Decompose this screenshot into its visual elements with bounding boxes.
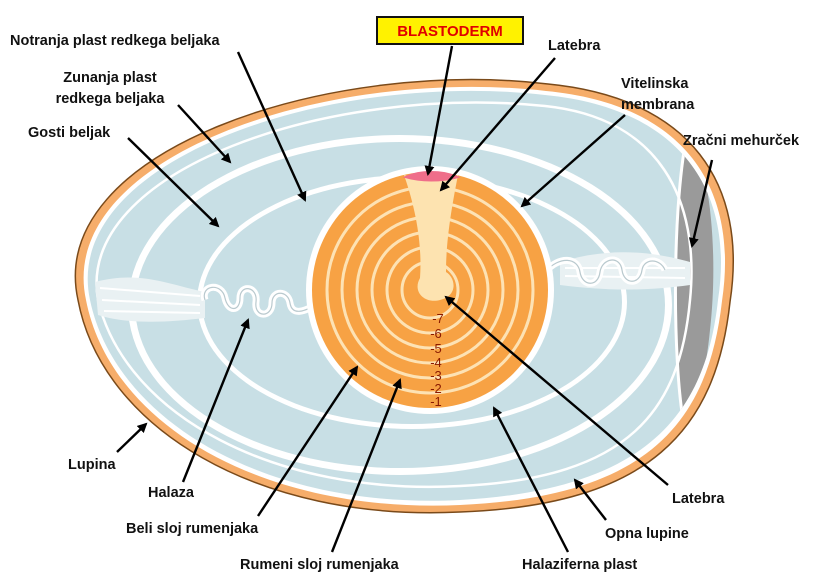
- label-opna-lupine: Opna lupine: [605, 526, 689, 542]
- label-halaziferna-plast: Halaziferna plast: [522, 557, 637, 573]
- yolk-layer-number: -1: [430, 394, 442, 409]
- yolk-layer-number: -7: [432, 311, 444, 326]
- label-notranja-plast: Notranja plast redkega beljaka: [10, 33, 220, 49]
- blastoderm-disc: [407, 173, 456, 181]
- label-latebra-top: Latebra: [548, 38, 601, 54]
- title-blastoderm: BLASTODERM: [397, 23, 503, 40]
- label-vitelinska-line1: Vitelinska: [621, 76, 689, 92]
- yolk-layer-number: -5: [430, 341, 442, 356]
- yolk-layer-number: -6: [430, 326, 442, 341]
- label-zunanja-plast-line1: Zunanja plast: [63, 70, 157, 86]
- label-rumeni-sloj: Rumeni sloj rumenjaka: [240, 557, 400, 573]
- pointer-arrow: [117, 424, 146, 452]
- label-zunanja-plast-line2: redkega beljaka: [56, 91, 166, 107]
- label-lupina: Lupina: [68, 457, 116, 473]
- yolk-layer-numbers: -7 -6 -5 -4 -3 -2 -1: [430, 311, 444, 409]
- label-gosti-beljak: Gosti beljak: [28, 125, 111, 141]
- label-beli-sloj: Beli sloj rumenjaka: [126, 521, 259, 537]
- chalaza-right: [545, 252, 690, 289]
- label-halaza: Halaza: [148, 485, 195, 501]
- label-latebra-bottom: Latebra: [672, 491, 725, 507]
- label-vitelinska-line2: membrana: [621, 97, 695, 113]
- label-zracni-mehurcek: Zračni mehurček: [683, 133, 800, 149]
